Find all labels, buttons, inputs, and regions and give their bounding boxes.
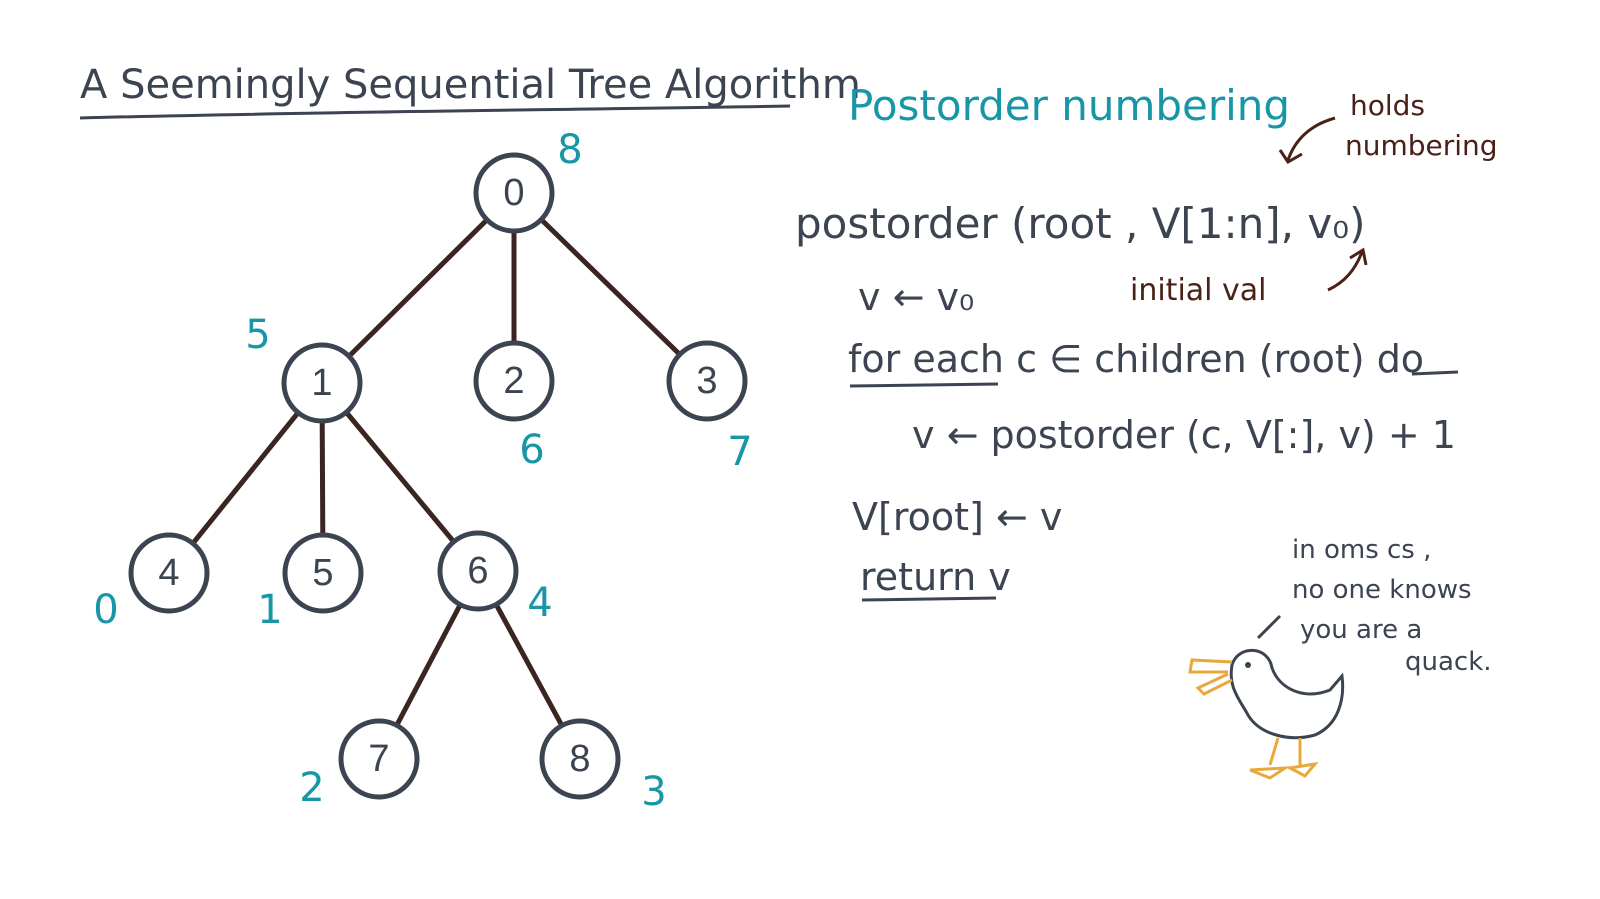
code-line-foreach: for each c ∈ children (root) do	[848, 337, 1424, 381]
node-label: 0	[503, 172, 524, 214]
foreach-clause: c ∈ children (root)	[1004, 337, 1377, 381]
tree-edge-0-3	[538, 217, 683, 357]
tree-edge-6-8	[493, 601, 565, 729]
duck-note-line: in oms cs ,	[1292, 535, 1431, 565]
node-label: 4	[158, 552, 179, 594]
node-circle	[128, 532, 210, 614]
tree-edge-0-1	[346, 217, 490, 359]
duck-icon	[1188, 648, 1345, 780]
postorder-number-5: 1	[257, 587, 282, 633]
node-circle	[338, 718, 420, 800]
node-circle	[473, 340, 555, 422]
tree-node-7: 7	[338, 718, 420, 800]
node-label: 7	[368, 738, 389, 780]
annotation-arrow-holds	[1286, 116, 1336, 161]
node-circle	[666, 340, 748, 422]
postorder-number-2: 6	[519, 427, 544, 473]
code-line-init: v ← v₀	[858, 275, 974, 319]
tree-edge-6-7	[394, 602, 463, 728]
keyword-underline	[849, 382, 999, 388]
node-label: 2	[503, 360, 524, 402]
annotation-numbering: numbering	[1345, 129, 1498, 162]
annotation-arrow-initial	[1327, 251, 1364, 292]
postorder-number-0: 8	[557, 127, 582, 173]
node-circle	[282, 532, 364, 614]
tree-edge-1-5	[319, 418, 326, 538]
keyword-underline	[861, 596, 997, 602]
node-circle	[281, 342, 363, 424]
postorder-number-6: 4	[527, 580, 552, 626]
annotation-initial-val: initial val	[1130, 273, 1267, 308]
duck-note-line: you are a	[1300, 615, 1422, 645]
code-line-recurse: v ← postorder (c, V[:], v) + 1	[912, 413, 1456, 457]
postorder-number-3: 7	[727, 429, 752, 475]
keyword-return: return	[860, 555, 976, 599]
annotation-holds: holds	[1350, 89, 1425, 122]
tree-node-4: 4	[128, 532, 210, 614]
tree-node-3: 3	[666, 340, 748, 422]
postorder-number-4: 0	[93, 587, 118, 633]
tree-edge-1-4	[190, 410, 301, 546]
code-line-return: return v	[860, 555, 1011, 599]
section-heading: Postorder numbering	[848, 81, 1290, 130]
node-circle	[437, 530, 519, 612]
duck-note-line: no one knows	[1292, 575, 1472, 605]
code-line-signature: postorder (root , V[1:n], v₀)	[795, 199, 1365, 248]
node-circle	[539, 718, 621, 800]
postorder-number-1: 5	[245, 312, 270, 358]
arrow-head-icon	[1349, 247, 1368, 266]
return-value: v	[976, 555, 1011, 599]
node-label: 8	[569, 738, 590, 780]
tree-node-8: 8	[539, 718, 621, 800]
tree-edges	[190, 217, 683, 729]
tree-edge-1-6	[343, 409, 457, 545]
node-label: 6	[467, 550, 488, 592]
node-circle	[473, 152, 555, 234]
slide-title: A Seemingly Sequential Tree Algorithm	[80, 62, 861, 108]
keyword-underline	[1411, 370, 1459, 376]
title-underline	[79, 104, 791, 120]
postorder-number-8: 3	[641, 769, 666, 815]
node-label: 1	[311, 362, 332, 404]
tree-node-2: 2	[473, 340, 555, 422]
arrow-head-icon	[1278, 149, 1303, 164]
postorder-number-7: 2	[299, 765, 324, 811]
tree-node-6: 6	[437, 530, 519, 612]
keyword-for-each: for each	[848, 337, 1004, 381]
tree-node-5: 5	[282, 532, 364, 614]
tree-node-1: 1	[281, 342, 363, 424]
node-label: 5	[312, 552, 333, 594]
duck-note-line: quack.	[1405, 647, 1492, 677]
code-line-assign: V[root] ← v	[852, 495, 1062, 539]
node-label: 3	[696, 360, 717, 402]
tree-node-0: 0	[473, 152, 555, 234]
speech-tick	[1256, 614, 1282, 640]
